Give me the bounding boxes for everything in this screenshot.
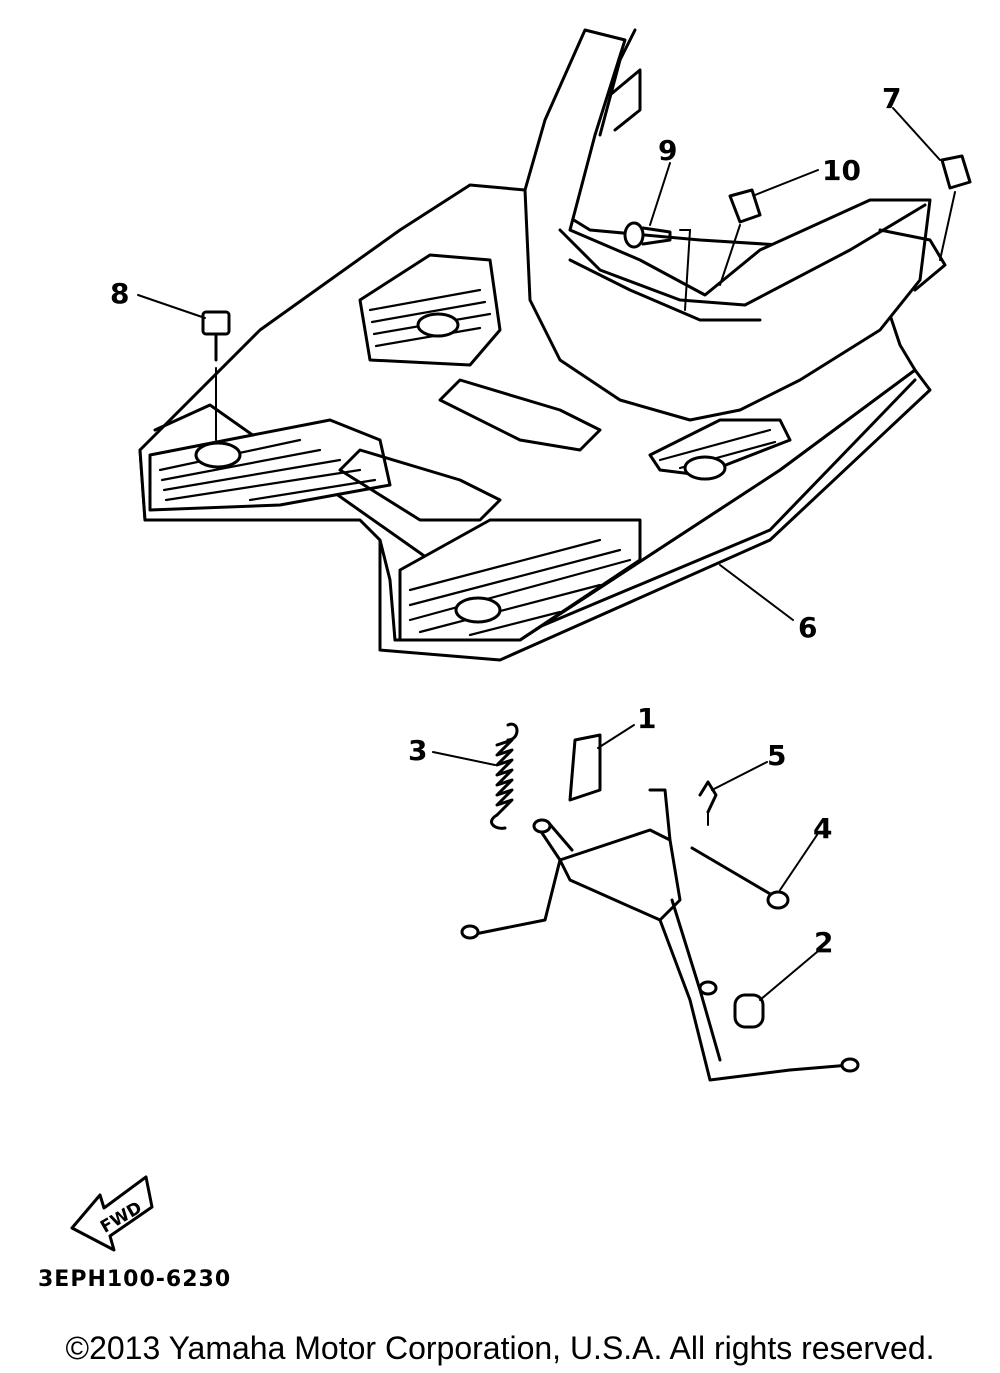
callout-2: 2 xyxy=(814,926,833,959)
leader-lines xyxy=(137,107,941,1001)
callout-5: 5 xyxy=(767,739,786,772)
callout-10: 10 xyxy=(822,154,861,187)
nut-clip-7 xyxy=(939,154,972,261)
diagram-part-code: 3EPH100-6230 xyxy=(38,1267,232,1292)
tapping-screw-9 xyxy=(623,221,692,311)
nut-clip-10 xyxy=(719,188,762,286)
tapping-screw-8 xyxy=(201,310,231,441)
stand-spring-3 xyxy=(490,722,519,830)
callout-9: 9 xyxy=(658,134,677,167)
callout-7: 7 xyxy=(882,82,901,115)
callout-1: 1 xyxy=(637,702,656,735)
stand-shaft-4 xyxy=(690,846,790,910)
callout-4: 4 xyxy=(813,812,832,845)
main-stand-1 xyxy=(460,733,860,1082)
callout-8: 8 xyxy=(110,277,129,310)
stopper-rubber-2 xyxy=(698,980,765,1029)
footboard-panel xyxy=(138,28,947,662)
callout-3: 3 xyxy=(408,734,427,767)
cotter-pin-5 xyxy=(698,780,718,826)
forward-arrow-icon: FWD xyxy=(70,1175,154,1252)
callout-6: 6 xyxy=(798,611,817,644)
copyright-notice: ©2013 Yamaha Motor Corporation, U.S.A. A… xyxy=(65,1330,935,1366)
